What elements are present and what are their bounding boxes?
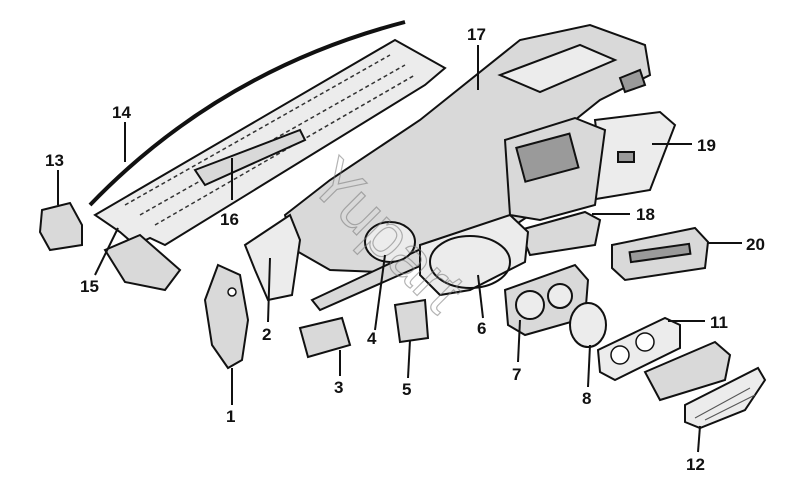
callout-1: 1: [226, 407, 235, 426]
callout-2: 2: [262, 325, 271, 344]
callout-16: 16: [220, 210, 239, 229]
callout-3: 3: [334, 378, 343, 397]
callout-11: 11: [710, 313, 728, 332]
callout-5: 5: [402, 380, 411, 399]
callout-8: 8: [582, 389, 591, 408]
part-18-lower-panel: [518, 210, 602, 257]
part-8-small-gauge: [569, 302, 607, 348]
part-5-switch: [393, 298, 430, 344]
callout-15: 15: [80, 277, 99, 296]
callout-12: 12: [686, 455, 705, 474]
part-center-vent: [515, 132, 580, 183]
part-7-gauge-b: [547, 283, 573, 309]
part-6-cluster-bezel: [419, 213, 530, 297]
callout-13: 13: [45, 151, 64, 170]
part-15-duct: [103, 233, 182, 292]
callout-17: 17: [467, 25, 486, 44]
part-17-small-vent: [618, 68, 647, 94]
part-6-gauge-ring: [429, 235, 511, 289]
part-2-bracket: [243, 213, 302, 302]
part-14-trim-strip: [88, 20, 406, 207]
part-7-gauge-a: [515, 290, 545, 320]
part-cluster-hood: [643, 340, 732, 402]
callout-4: 4: [367, 329, 377, 348]
callout-7: 7: [512, 365, 521, 384]
part-19-latch: [617, 151, 635, 163]
part-4-gauge-bezel: [364, 221, 416, 263]
callout-19: 19: [697, 136, 716, 155]
callout-20: 20: [746, 235, 765, 254]
part-17-vent-opening: [497, 43, 618, 94]
callout-18: 18: [636, 205, 655, 224]
callout-6: 6: [477, 319, 486, 338]
part-11-hole-b: [635, 332, 655, 352]
part-20-buttons: [628, 242, 692, 264]
part-13-end-cap: [38, 201, 83, 252]
part-12-lens-hatch: [694, 387, 756, 421]
part-16-bracket: [193, 128, 307, 187]
part-1-side-panel: [203, 263, 250, 370]
part-11-hole-a: [610, 345, 630, 365]
leader-lines: [57, 45, 742, 453]
part-3-switch-block: [298, 316, 352, 359]
part-1-hole: [227, 287, 237, 297]
callout-14: 14: [112, 103, 131, 122]
